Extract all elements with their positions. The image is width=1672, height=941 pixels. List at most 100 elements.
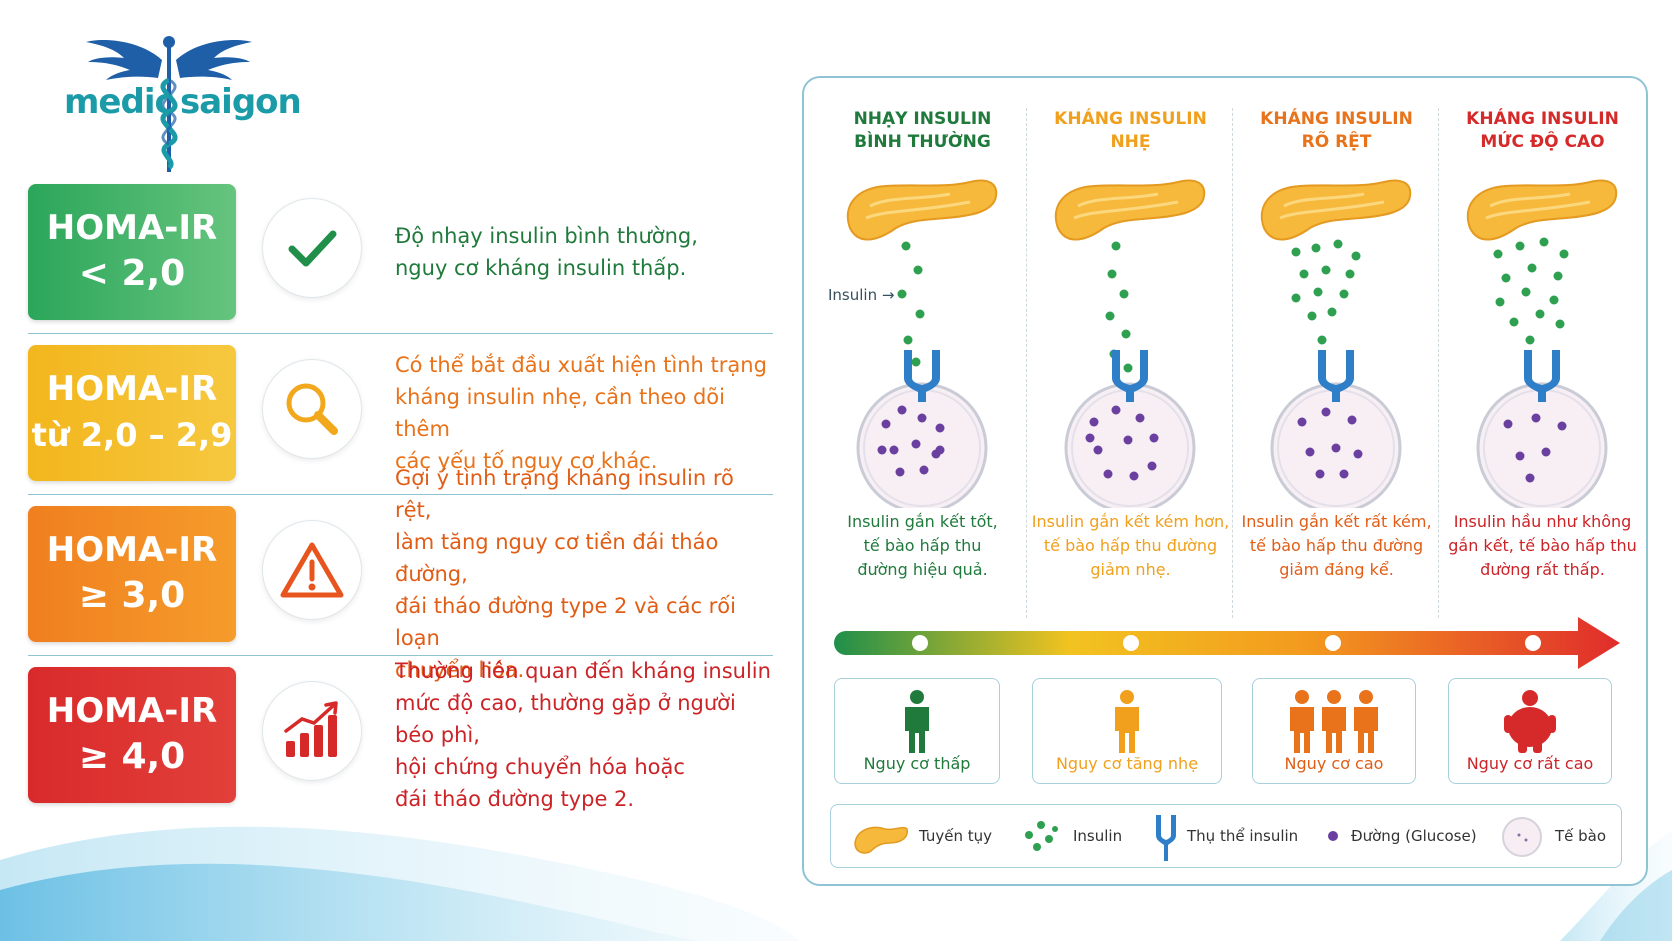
insulin-dot (1493, 249, 1503, 259)
receptor-icon (1524, 350, 1560, 402)
brand-logo: medic saigon (58, 30, 302, 180)
desc-line: Thường liên quan đến kháng insulin (395, 659, 771, 683)
insulin-dot (1351, 251, 1361, 261)
receptor-icon (1156, 815, 1176, 861)
row-divider (28, 494, 773, 495)
desc-line: nguy cơ kháng insulin thấp. (395, 256, 687, 280)
risk-label: Nguy cơ thấp (863, 754, 971, 773)
insulin-dot (1555, 319, 1565, 329)
stage-desc: Insulin gắn kết tốt, tế bào hấp thu đườn… (820, 510, 1025, 582)
receptor-icon (1318, 350, 1354, 402)
glucose-dot (1531, 413, 1541, 423)
homa-row-high: HOMA-IR ≥ 4,0 Thường liên quan đến kháng… (28, 659, 775, 811)
glucose-dot (935, 423, 945, 433)
stage-desc-line: đường hiệu quả. (857, 560, 988, 579)
badge-value: ≥ 3,0 (78, 575, 186, 616)
glucose-dot (1339, 469, 1349, 479)
desc-line: các yếu tố nguy cơ khác. (395, 449, 658, 473)
row-divider (28, 655, 773, 656)
insulin-dot (1549, 295, 1559, 305)
badge-value: từ 2,0 – 2,9 (31, 416, 233, 454)
insulin-dot (1291, 293, 1301, 303)
insulin-dots-icon (1025, 821, 1058, 851)
insulin-dot (1339, 289, 1349, 299)
stage-high: KHÁNG INSULIN MỨC ĐỘ CAO Insulin hầu như… (1440, 78, 1645, 618)
rising-chart-icon (262, 681, 362, 781)
cell-icon (1064, 382, 1196, 508)
glucose-dot (1147, 461, 1157, 471)
stage-desc-line: Insulin gắn kết tốt, (847, 512, 998, 531)
badge-title: HOMA-IR (46, 208, 218, 248)
desc-line: Gợi ý tình trạng kháng insulin rõ rệt, (395, 466, 734, 522)
glucose-dot (1129, 471, 1139, 481)
risk-label: Nguy cơ rất cao (1466, 754, 1594, 773)
desc-line: Có thể bắt đầu xuất hiện tình trạng (395, 353, 767, 377)
insulin-dot (1553, 271, 1563, 281)
stage-desc-line: giảm đáng kể. (1279, 560, 1394, 579)
stage-title-line: KHÁNG INSULIN (1466, 109, 1619, 129)
insulin-dot (1501, 273, 1511, 283)
insulin-dot (1311, 243, 1321, 253)
stage-title-line: KHÁNG INSULIN (1054, 109, 1207, 129)
glucose-dot (1085, 433, 1095, 443)
glucose-dot (1149, 433, 1159, 443)
stage-title-line: MỨC ĐỘ CAO (1480, 132, 1605, 152)
homa-row-normal: HOMA-IR < 2,0 Độ nhạy insulin bình thườn… (28, 184, 773, 320)
cell-icon (856, 382, 988, 508)
magnifier-icon (262, 359, 362, 459)
pancreas-icon (854, 826, 908, 854)
stage-illustration (1466, 179, 1618, 508)
desc-line: chuyển hóa. (395, 658, 525, 682)
row-divider (28, 333, 773, 334)
insulin-dot (1515, 241, 1525, 251)
stage-desc: Insulin gắn kết kém hơn, tế bào hấp thu … (1028, 510, 1233, 582)
cell-icon (1476, 382, 1608, 508)
glucose-dot (1315, 469, 1325, 479)
legend-label: Insulin (1073, 827, 1123, 845)
glucose-dot (917, 413, 927, 423)
homa-row-marked: HOMA-IR ≥ 3,0 Gợi ý tình trạng kháng ins… (28, 466, 773, 682)
glucose-dot (889, 445, 899, 455)
legend: Tuyến tụy Insulin Thụ thể insulin Đường … (830, 804, 1622, 868)
glucose-dot (935, 445, 945, 455)
legend-label: Tế bào (1555, 827, 1607, 845)
glucose-dot (1321, 407, 1331, 417)
homa-badge-marked: HOMA-IR ≥ 3,0 (28, 506, 236, 642)
homa-badge-mild: HOMA-IR từ 2,0 – 2,9 (28, 345, 236, 481)
stage-desc-line: tế bào hấp thu (863, 536, 982, 555)
brand-name-right: saigon (180, 82, 302, 122)
glucose-dot (1135, 413, 1145, 423)
glucose-dot (881, 419, 891, 429)
glucose-dot (1525, 473, 1535, 483)
stage-title-line: KHÁNG INSULIN (1260, 109, 1413, 129)
brand-name-left: medic (64, 82, 175, 122)
badge-title: HOMA-IR (46, 691, 218, 731)
insulin-resistance-panel: NHẠY INSULIN BÌNH THƯỜNG Insulin gắn kết… (802, 76, 1648, 886)
insulin-pointer-label: Insulin → (828, 286, 895, 304)
stage-title-line: BÌNH THƯỜNG (854, 132, 991, 152)
glucose-dot (1305, 447, 1315, 457)
glucose-dot (1111, 405, 1121, 415)
person-icon (905, 690, 929, 753)
stage-desc-line: giảm nhẹ. (1090, 560, 1171, 579)
insulin-dot (1123, 363, 1133, 373)
desc-line: mức độ cao, thường gặp ở người béo phì, (395, 691, 736, 747)
stage-title-line: RÕ RỆT (1301, 132, 1372, 152)
stage-title-line: NHẸ (1110, 132, 1151, 152)
insulin-dot (1119, 289, 1129, 299)
insulin-dot (1105, 311, 1115, 321)
arrow-marker (1525, 635, 1541, 651)
glucose-dot (1089, 417, 1099, 427)
insulin-dot (1307, 311, 1317, 321)
column-separator (1026, 108, 1027, 618)
cell-icon (1502, 817, 1542, 857)
insulin-dot (1121, 329, 1131, 339)
column-separator (1232, 108, 1233, 618)
homa-desc-high: Thường liên quan đến kháng insulin mức đ… (395, 659, 775, 811)
risk-label: Nguy cơ cao (1284, 754, 1384, 773)
insulin-dot (913, 265, 923, 275)
desc-line: đái tháo đường type 2. (395, 787, 635, 811)
glucose-dot (1353, 449, 1363, 459)
homa-row-mild: HOMA-IR từ 2,0 – 2,9 Có thể bắt đầu xuất… (28, 345, 773, 481)
